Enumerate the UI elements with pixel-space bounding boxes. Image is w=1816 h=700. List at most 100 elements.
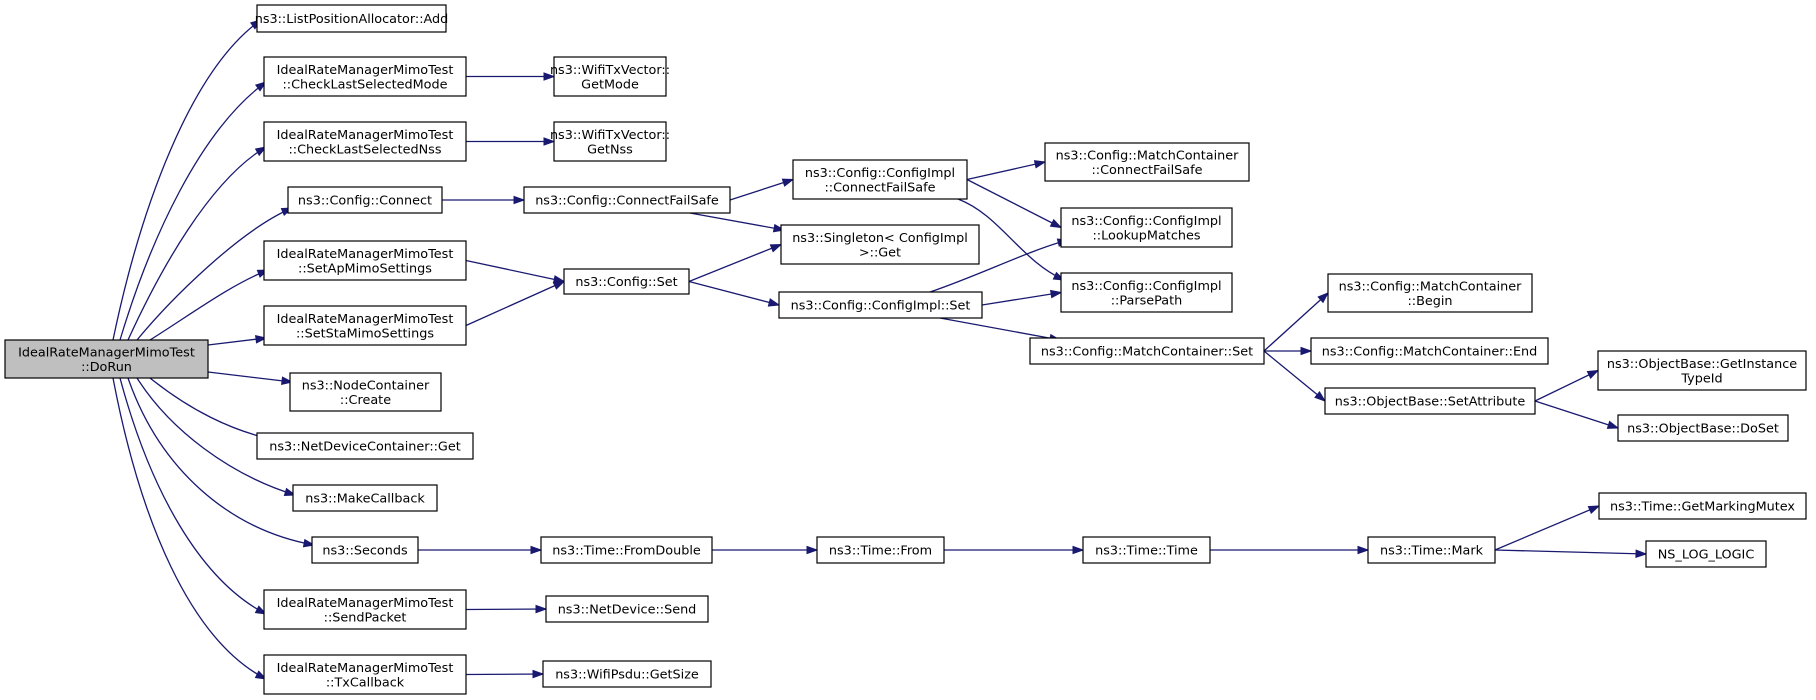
- node-sendpacket[interactable]: IdealRateManagerMimoTest::SendPacket: [263, 589, 467, 630]
- node-doset[interactable]: ns3::ObjectBase::DoSet: [1617, 414, 1789, 442]
- node-label-line: ::SendPacket: [324, 610, 407, 625]
- node-label-line: ns3::ObjectBase::DoSet: [1627, 422, 1779, 437]
- node-label-line: ::TxCallback: [326, 675, 405, 690]
- edge-txcallback-getsize: [465, 673, 544, 676]
- arrowhead-time-mark: [1357, 545, 1370, 555]
- node-box: [553, 56, 667, 97]
- node-time[interactable]: ns3::Time::Time: [1082, 536, 1211, 564]
- node-label-line: ns3::Config::ConfigImpl: [805, 166, 955, 181]
- node-parsepath[interactable]: ns3::Config::ConfigImpl::ParsePath: [1060, 272, 1233, 313]
- node-box: [289, 372, 442, 412]
- node-box: [1060, 207, 1233, 248]
- node-config-set[interactable]: ns3::Config::Set: [563, 268, 690, 295]
- node-label-line: ::CheckLastSelectedMode: [283, 77, 448, 92]
- arrowhead-impl_connectfailsafe-mc_connectfailsafe: [1033, 160, 1047, 169]
- node-lookupmatches[interactable]: ns3::Config::ConfigImpl::LookupMatches: [1060, 207, 1233, 248]
- node-setsta[interactable]: IdealRateManagerMimoTest::SetStaMimoSett…: [263, 305, 467, 346]
- node-box: [256, 432, 474, 460]
- arrowhead-mc_set-mc_begin: [1317, 292, 1330, 304]
- node-label-line: IdealRateManagerMimoTest: [277, 247, 454, 262]
- edge-setsta-config_set: [465, 280, 565, 327]
- arrowhead-connectfailsafe-impl_connectfailsafe: [781, 178, 795, 187]
- arrowhead-dorun-nc_create: [281, 376, 294, 386]
- node-box: [542, 660, 712, 688]
- node-impl-set[interactable]: ns3::Config::ConfigImpl::Set: [778, 291, 983, 319]
- node-getmode[interactable]: ns3::WifiTxVector::GetMode: [550, 56, 670, 97]
- node-setattribute[interactable]: ns3::ObjectBase::SetAttribute: [1324, 387, 1536, 415]
- node-add[interactable]: ns3::ListPositionAllocator::Add: [255, 4, 449, 33]
- edge-config_set-singleton_get: [688, 243, 782, 283]
- node-box: [1598, 492, 1807, 520]
- arrowhead-dorun-setsta: [255, 334, 268, 344]
- node-getnss[interactable]: ns3::WifiTxVector::GetNss: [550, 121, 670, 162]
- node-checkmode[interactable]: IdealRateManagerMimoTest::CheckLastSelec…: [263, 56, 467, 97]
- node-checknss[interactable]: IdealRateManagerMimoTest::CheckLastSelec…: [263, 121, 467, 162]
- node-makecallback[interactable]: ns3::MakeCallback: [292, 484, 438, 512]
- node-label-line: ns3::Time::Mark: [1380, 544, 1484, 559]
- edge-dorun-sendpacket: [119, 377, 267, 615]
- arrowhead-dorun-checknss: [254, 146, 268, 157]
- arrowhead-mark-getmarkingmutex: [1587, 505, 1601, 515]
- node-label-line: ns3::Time::From: [829, 544, 932, 559]
- node-box: [263, 654, 467, 695]
- arrowhead-from-time: [1072, 545, 1085, 555]
- node-label-line: ns3::Time::FromDouble: [552, 544, 701, 559]
- node-getmarkingmutex[interactable]: ns3::Time::GetMarkingMutex: [1598, 492, 1807, 520]
- node-label-line: IdealRateManagerMimoTest: [277, 128, 454, 143]
- node-dorun[interactable]: IdealRateManagerMimoTest::DoRun: [4, 339, 209, 379]
- edge-impl_connectfailsafe-lookupmatches: [966, 178, 1062, 229]
- edge-dorun-ndc_get: [149, 377, 275, 441]
- node-mc-set[interactable]: ns3::Config::MatchContainer::Set: [1029, 337, 1265, 365]
- arrowhead-setattribute-getinstancetypeid: [1586, 369, 1600, 379]
- node-impl-connectfailsafe[interactable]: ns3::Config::ConfigImpl::ConnectFailSafe: [792, 159, 968, 200]
- node-netdevice-send[interactable]: ns3::NetDevice::Send: [545, 595, 709, 623]
- edge-impl_connectfailsafe-mc_connectfailsafe: [966, 161, 1046, 181]
- node-box: [1060, 272, 1233, 313]
- arrowhead-dorun-txcallback: [254, 670, 268, 680]
- node-label-line: ns3::Config::MatchContainer::End: [1322, 345, 1538, 360]
- node-connect[interactable]: ns3::Config::Connect: [287, 186, 443, 214]
- node-label-line: TypeId: [1680, 371, 1722, 386]
- node-nslog[interactable]: NS_LOG_LOGIC: [1645, 540, 1767, 568]
- node-box: [1597, 350, 1807, 391]
- node-label-line: ns3::Seconds: [322, 544, 408, 559]
- node-from[interactable]: ns3::Time::From: [816, 536, 945, 564]
- arrowhead-txcallback-getsize: [532, 669, 545, 679]
- node-mc-end[interactable]: ns3::Config::MatchContainer::End: [1310, 337, 1549, 365]
- node-label-line: ns3::NetDevice::Send: [558, 603, 697, 618]
- edge-sendpacket-netdevice_send: [465, 608, 547, 611]
- node-mark[interactable]: ns3::Time::Mark: [1367, 536, 1496, 564]
- node-label-line: ns3::Config::ConnectFailSafe: [535, 194, 719, 209]
- edge-dorun-nc_create: [207, 371, 293, 383]
- node-seconds[interactable]: ns3::Seconds: [311, 536, 419, 564]
- node-box: [778, 291, 983, 319]
- node-fromdouble[interactable]: ns3::Time::FromDouble: [540, 536, 713, 564]
- arrowhead-setsta-config_set: [552, 280, 566, 290]
- node-mc-connectfailsafe[interactable]: ns3::Config::MatchContainer::ConnectFail…: [1044, 142, 1250, 182]
- node-singleton-get[interactable]: ns3::Singleton< ConfigImpl>::Get: [780, 224, 980, 265]
- node-setap[interactable]: IdealRateManagerMimoTest::SetApMimoSetti…: [263, 240, 467, 281]
- edge-impl_set-mc_set: [939, 317, 1061, 341]
- node-txcallback[interactable]: IdealRateManagerMimoTest::TxCallback: [263, 654, 467, 695]
- node-box: [1327, 273, 1533, 313]
- node-label-line: ns3::MakeCallback: [305, 492, 425, 507]
- arrowhead-mark-nslog: [1635, 549, 1648, 558]
- arrowhead-checkmode-getmode: [543, 72, 556, 81]
- node-mc-begin[interactable]: ns3::Config::MatchContainer::Begin: [1327, 273, 1533, 313]
- node-getsize[interactable]: ns3::WifiPsdu::GetSize: [542, 660, 712, 688]
- node-label-line: ns3::Time::Time: [1095, 544, 1198, 559]
- node-nc-create[interactable]: ns3::NodeContainer::Create: [289, 372, 442, 412]
- node-box: [287, 186, 443, 214]
- node-connectfailsafe[interactable]: ns3::Config::ConnectFailSafe: [523, 186, 731, 214]
- arrowhead-sendpacket-netdevice_send: [535, 604, 548, 614]
- node-box: [1044, 142, 1250, 182]
- node-label-line: ns3::ObjectBase::SetAttribute: [1335, 395, 1526, 410]
- node-box: [523, 186, 731, 214]
- arrowhead-seconds-fromdouble: [530, 545, 543, 555]
- node-ndc-get[interactable]: ns3::NetDeviceContainer::Get: [256, 432, 474, 460]
- edge-dorun-connect: [136, 207, 293, 341]
- arrowhead-setattribute-doset: [1606, 420, 1620, 429]
- node-label-line: ns3::Config::ConfigImpl::Set: [791, 299, 971, 314]
